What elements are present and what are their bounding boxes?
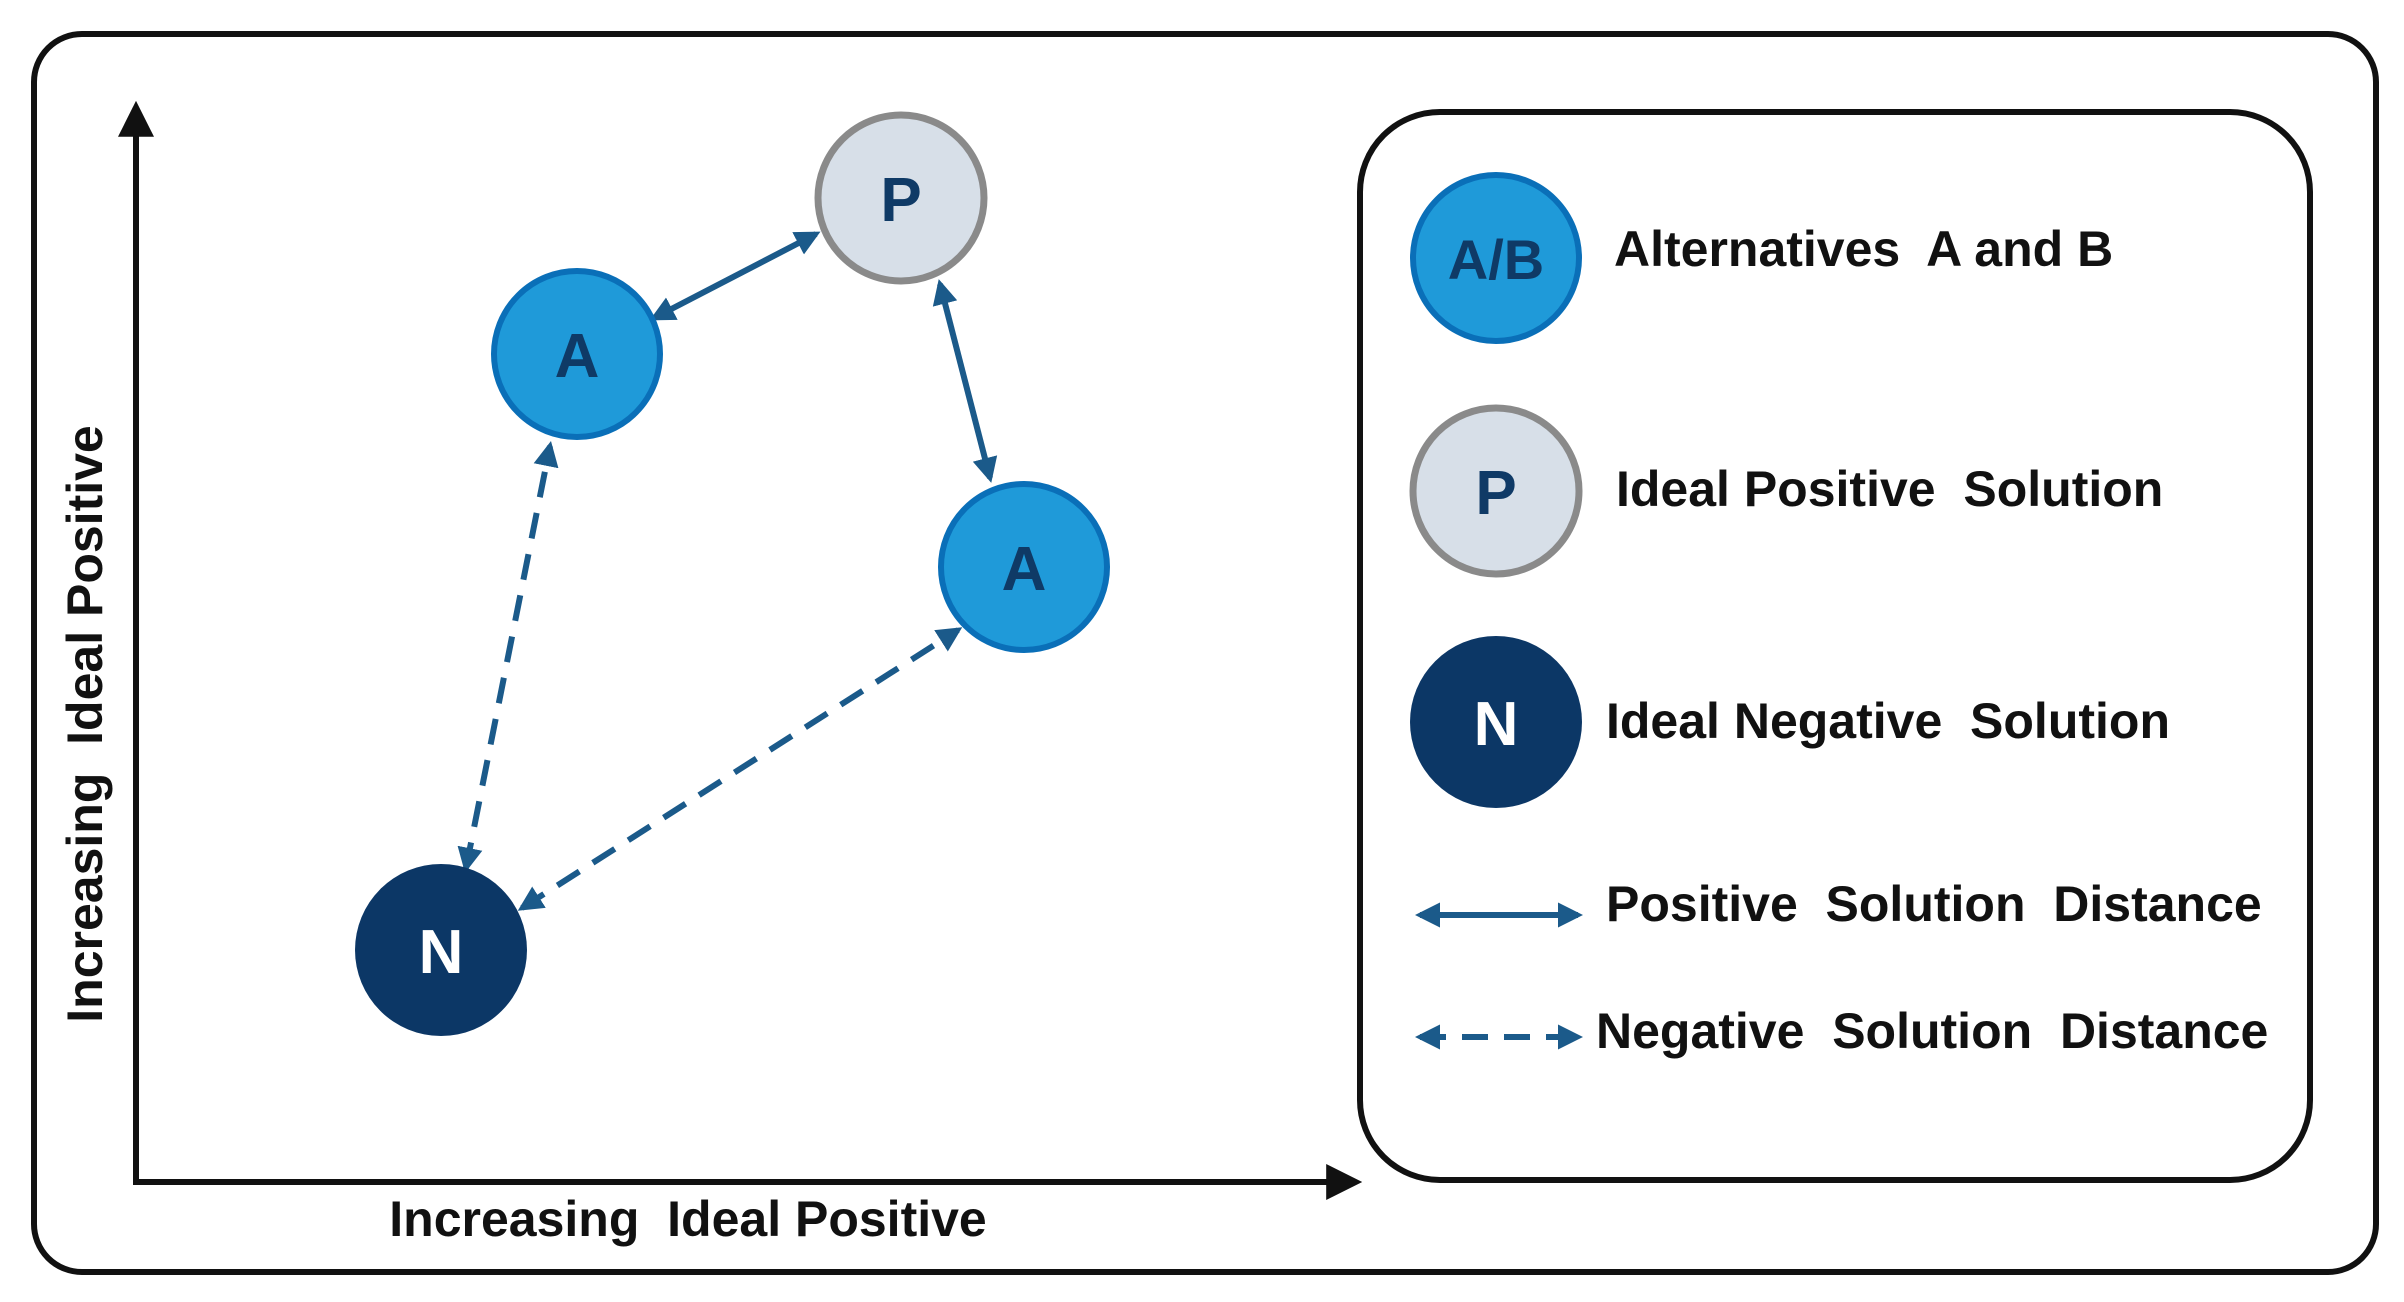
node-alternative-upper: A	[491, 268, 663, 440]
outer-frame	[31, 31, 2379, 1275]
node-alternative-upper-label: A	[555, 322, 600, 391]
legend-negative-symbol: N	[1474, 690, 1519, 759]
positive-distance-arrow-a-lower	[932, 279, 998, 483]
legend-positive-distance-label: Positive Solution Distance	[1606, 876, 2262, 932]
node-ideal-negative: N	[355, 864, 527, 1036]
legend-positive-symbol: P	[1475, 459, 1516, 528]
negative-distance-arrow-a-lower	[517, 627, 963, 911]
legend-alternatives-symbol: A/B	[1448, 228, 1544, 291]
legend-alternatives-label: Alternatives A and B	[1614, 221, 2113, 277]
node-ideal-positive: P	[814, 111, 988, 285]
x-axis-label: Increasing Ideal Positive	[389, 1191, 986, 1247]
legend-item-negative-distance: Negative Solution Distance	[1414, 1003, 2268, 1059]
legend-negative-label: Ideal Negative Solution	[1606, 693, 2170, 749]
legend-item-ideal-negative: N Ideal Negative Solution	[1410, 636, 2170, 808]
negative-distance-arrow-a-upper	[457, 441, 559, 873]
legend-item-ideal-positive: P Ideal Positive Solution	[1409, 404, 2163, 578]
node-alternative-lower: A	[938, 481, 1110, 653]
legend-item-positive-distance: Positive Solution Distance	[1414, 876, 2262, 932]
node-ideal-negative-label: N	[419, 918, 464, 987]
node-ideal-positive-label: P	[880, 166, 921, 235]
legend-box	[1357, 109, 2313, 1183]
node-alternative-lower-label: A	[1002, 535, 1047, 604]
y-axis-label: Increasing Ideal Positive	[57, 425, 113, 1022]
legend-positive-label: Ideal Positive Solution	[1616, 461, 2163, 517]
legend-negative-distance-label: Negative Solution Distance	[1596, 1003, 2268, 1059]
legend-item-alternatives: A/B Alternatives A and B	[1410, 172, 2113, 344]
positive-distance-arrow-a-upper	[649, 231, 821, 321]
